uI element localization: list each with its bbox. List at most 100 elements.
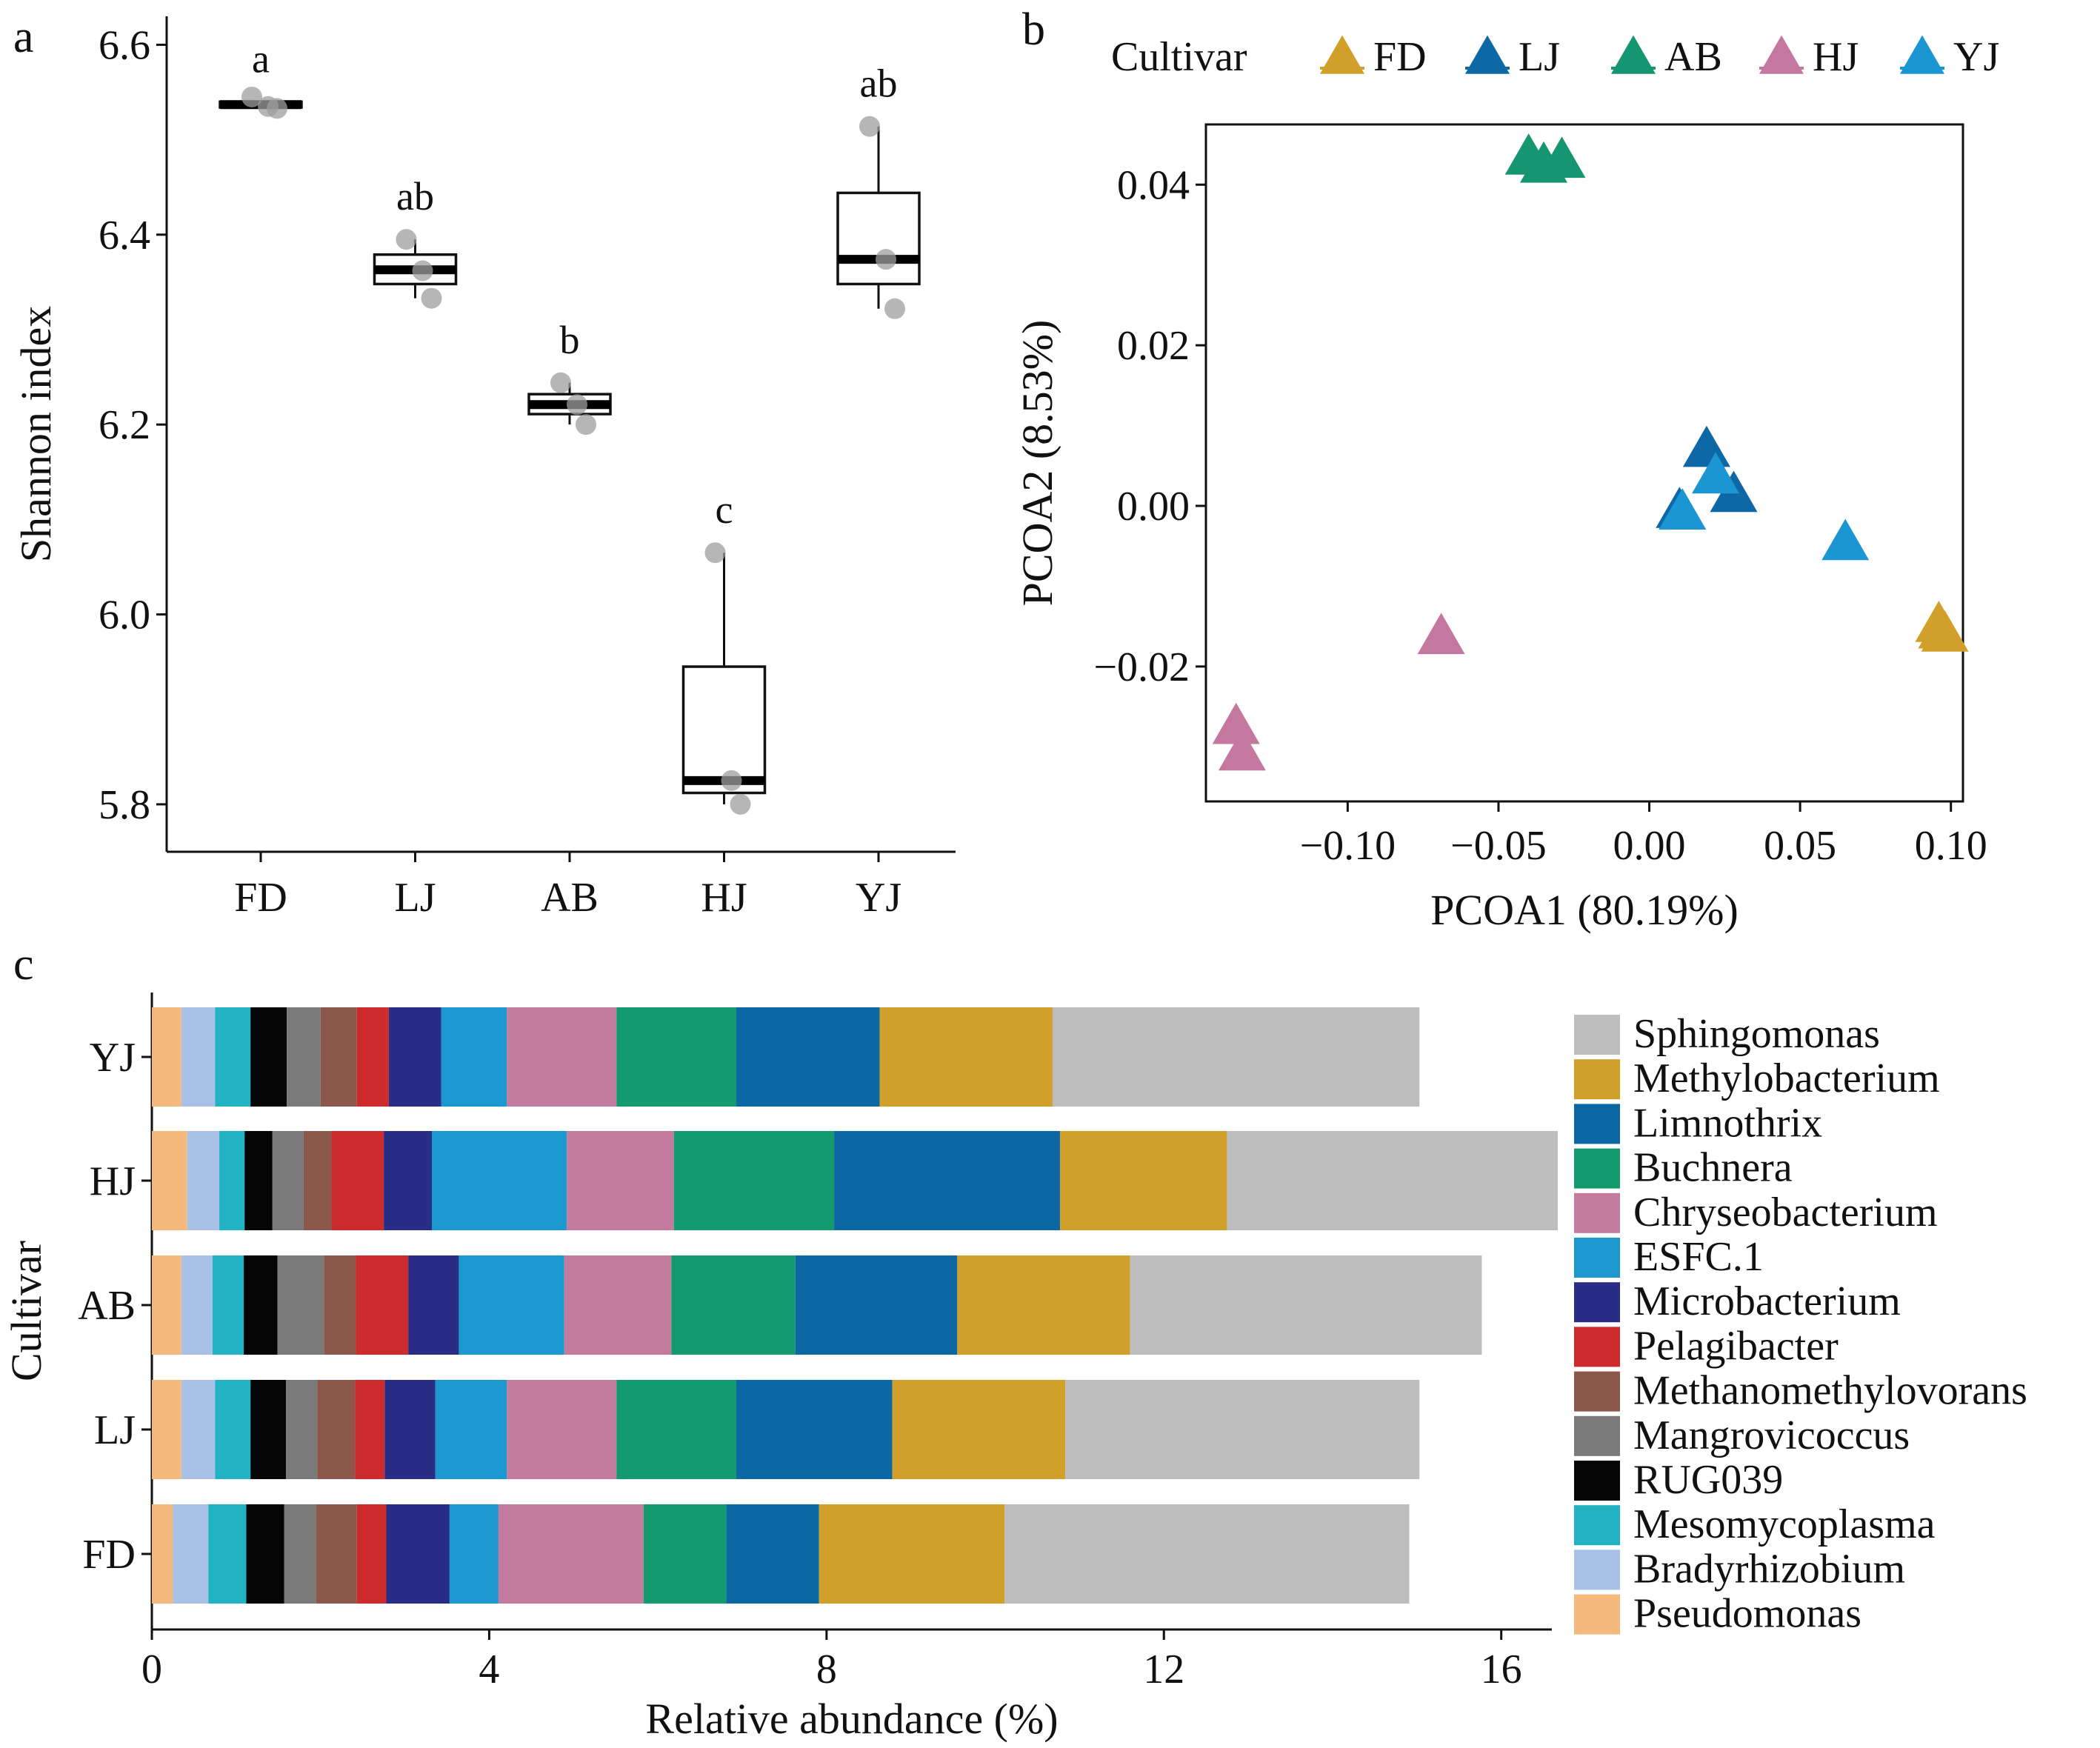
x-tick-label: FD: [234, 875, 287, 921]
scatter-point-hj: [1218, 729, 1266, 771]
bar-segment-microbacterium: [408, 1255, 459, 1355]
data-point: [412, 260, 433, 281]
significance-letter: c: [716, 487, 733, 532]
scatter-point-yj: [1659, 488, 1707, 530]
data-point: [267, 98, 287, 119]
y-axis-title: PCOA2 (8.53%): [1013, 320, 1061, 607]
y-axis-title: Shannon index: [12, 306, 60, 562]
x-tick-label: 12: [1143, 1647, 1184, 1692]
bar-segment-sphingomonas: [1227, 1131, 1558, 1230]
y-tick-label: 6.4: [99, 213, 150, 258]
x-tick-label: 0.10: [1915, 823, 1987, 869]
legend-label: LJ: [1519, 34, 1560, 80]
legend-label: Microbacterium: [1633, 1278, 1901, 1324]
legend-label: HJ: [1813, 34, 1859, 80]
bar-segment-sphingomonas: [1052, 1007, 1420, 1107]
scatter-point-ab: [1538, 136, 1586, 179]
data-point: [876, 249, 896, 270]
bar-segment-pseudomonas: [152, 1007, 181, 1107]
significance-letter: ab: [860, 61, 898, 106]
legend-swatch: [1574, 1549, 1620, 1590]
bar-segment-bradyrhizobium: [181, 1007, 216, 1107]
bar-segment-chryseobacterium: [498, 1504, 644, 1604]
bar-segment-esfc-1: [432, 1131, 567, 1230]
significance-letter: b: [560, 318, 580, 362]
y-axis-title: Cultivar: [2, 1241, 50, 1381]
scatter-point-yj: [1692, 452, 1740, 494]
x-tick-label: 8: [816, 1647, 837, 1692]
bar-segment-esfc-1: [459, 1255, 564, 1355]
panel-letter-a: a: [13, 12, 34, 62]
bar-segment-microbacterium: [384, 1380, 436, 1479]
data-point: [859, 116, 880, 137]
bar-segment-pelagibacter: [356, 1255, 409, 1355]
bar-segment-pseudomonas: [152, 1504, 173, 1604]
scatter-point-yj: [1821, 518, 1870, 561]
bar-segment-mangrovicoccus: [284, 1504, 317, 1604]
legend-label: Pseudomonas: [1633, 1591, 1861, 1637]
bar-segment-esfc-1: [449, 1504, 499, 1604]
y-tick-label: HJ: [90, 1158, 136, 1204]
bar-segment-chryseobacterium: [507, 1007, 617, 1107]
bar-segment-mesomycoplasma: [215, 1380, 251, 1479]
bar-segment-pseudomonas: [152, 1131, 187, 1230]
legend-swatch: [1574, 1104, 1620, 1144]
y-tick-label: YJ: [90, 1035, 136, 1081]
bar-segment-mangrovicoccus: [287, 1007, 321, 1107]
legend-label: Pelagibacter: [1633, 1323, 1839, 1369]
bar-segment-chryseobacterium: [564, 1255, 672, 1355]
legend-label: Bradyrhizobium: [1633, 1546, 1905, 1592]
y-tick-label: AB: [78, 1283, 136, 1329]
panel-letter-b: b: [1022, 4, 1045, 55]
x-axis-title: PCOA1 (80.19%): [1430, 886, 1739, 934]
panel-letter-c: c: [13, 939, 34, 990]
data-point: [567, 394, 587, 416]
bar-segment-buchnera: [673, 1131, 835, 1230]
scatter-point-lj: [1682, 425, 1730, 467]
plot-frame: [1204, 123, 1964, 803]
data-point: [241, 86, 262, 107]
x-tick-label: LJ: [395, 875, 436, 921]
legend-swatch: [1574, 1505, 1620, 1546]
legend-marker-fd: [1320, 35, 1364, 74]
x-tick-label: 0.00: [1613, 823, 1686, 869]
bar-segment-limnothrix: [795, 1255, 958, 1355]
y-tick-label: LJ: [94, 1407, 136, 1453]
legend-swatch: [1574, 1148, 1620, 1189]
data-point: [550, 372, 571, 393]
legend-swatch: [1574, 1059, 1620, 1100]
legend-label: AB: [1664, 34, 1722, 80]
bar-segment-methylobacterium: [879, 1007, 1053, 1107]
bar-segment-rug039: [246, 1504, 284, 1604]
bar-segment-sphingomonas: [1130, 1255, 1482, 1355]
bar-segment-sphingomonas: [1004, 1504, 1410, 1604]
bar-segment-pseudomonas: [152, 1255, 181, 1355]
legend-swatch: [1574, 1371, 1620, 1412]
bar-segment-mangrovicoccus: [286, 1380, 318, 1479]
bar-segment-mangrovicoccus: [272, 1131, 304, 1230]
data-point: [704, 542, 726, 564]
bar-segment-mesomycoplasma: [215, 1007, 251, 1107]
data-point: [721, 770, 742, 791]
x-tick-label: AB: [541, 875, 599, 921]
bar-segment-chryseobacterium: [507, 1380, 617, 1479]
legend-swatch: [1574, 1461, 1620, 1501]
bar-segment-limnothrix: [736, 1380, 893, 1479]
legend-label: YJ: [1953, 34, 1999, 80]
bar-segment-pelagibacter: [331, 1131, 384, 1230]
x-tick-label: 16: [1481, 1647, 1522, 1692]
data-point: [421, 287, 442, 309]
legend-marker-lj: [1465, 35, 1510, 74]
y-tick-label: 0.00: [1117, 484, 1190, 530]
data-point: [576, 414, 596, 436]
bar-segment-methylobacterium: [819, 1504, 1005, 1604]
bar-segment-pelagibacter: [356, 1007, 389, 1107]
legend-swatch: [1574, 1192, 1620, 1233]
legend-label: Mangrovicoccus: [1633, 1412, 1910, 1458]
legend-label: Limnothrix: [1633, 1100, 1822, 1146]
bar-segment-esfc-1: [441, 1007, 507, 1107]
scatter-point-hj: [1212, 702, 1260, 744]
bar-segment-limnothrix: [726, 1504, 819, 1604]
